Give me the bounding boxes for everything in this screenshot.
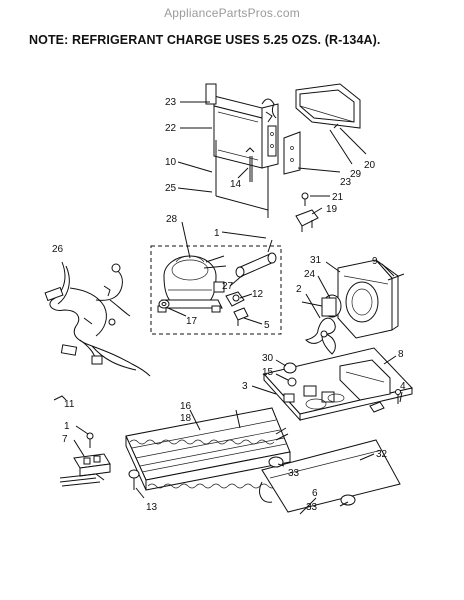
callout-32: 32 xyxy=(376,449,388,460)
callout-6: 6 xyxy=(312,488,318,499)
duct-bracket-assembly xyxy=(283,83,361,232)
condenser-coil xyxy=(125,407,291,491)
callout-30: 30 xyxy=(262,353,274,364)
callout-33-lower: 33 xyxy=(306,502,318,513)
callout-1-left: 1 xyxy=(64,421,70,432)
drier-filter xyxy=(235,239,277,278)
callout-9: 9 xyxy=(372,256,378,267)
callout-3: 3 xyxy=(242,381,248,392)
callout-28: 28 xyxy=(166,214,178,225)
callout-13: 13 xyxy=(146,502,158,513)
callout-26: 26 xyxy=(52,244,64,255)
callout-21: 21 xyxy=(332,192,344,203)
callout-31: 31 xyxy=(310,255,322,266)
callout-27: 27 xyxy=(222,281,234,292)
wire-harness xyxy=(44,261,151,377)
callout-33-upper: 33 xyxy=(288,468,300,479)
relay-overload-parts xyxy=(53,395,140,490)
callout-2: 2 xyxy=(296,284,302,295)
callout-14: 14 xyxy=(230,179,242,190)
compressor xyxy=(157,255,227,313)
callout-20: 20 xyxy=(364,160,376,171)
callout-19: 19 xyxy=(326,204,338,215)
watermark: AppliancePartsPros.com xyxy=(164,6,300,20)
callout-17: 17 xyxy=(186,316,198,327)
machine-compartment-base xyxy=(263,347,413,422)
callout-23: 23 xyxy=(165,97,177,108)
callout-8: 8 xyxy=(398,349,404,360)
callout-12: 12 xyxy=(252,289,264,300)
condenser-fan-assembly xyxy=(301,259,405,355)
callout-15: 15 xyxy=(262,367,274,378)
condenser-bracket-assembly xyxy=(205,83,279,218)
compressor-small-parts xyxy=(158,291,249,326)
callout-11: 11 xyxy=(64,399,75,410)
callout-24: 24 xyxy=(304,269,316,280)
callout-22: 22 xyxy=(165,123,177,134)
callout-10: 10 xyxy=(165,157,177,168)
callout-4: 4 xyxy=(400,381,406,392)
leader-lines xyxy=(73,101,403,515)
callout-23-right: 23 xyxy=(340,177,352,188)
callout-7: 7 xyxy=(62,434,68,445)
callout-5: 5 xyxy=(264,320,270,331)
callout-25: 25 xyxy=(165,183,177,194)
refrigerant-note: NOTE: REFRIGERANT CHARGE USES 5.25 OZS. … xyxy=(29,33,381,47)
callout-29: 29 xyxy=(350,169,362,180)
callout-1-top: 1 xyxy=(214,228,220,239)
callout-labels: 23 22 10 25 14 20 29 23 21 19 28 1 26 27… xyxy=(52,97,406,513)
callout-18: 18 xyxy=(180,413,192,424)
compressor-kit-box xyxy=(150,245,282,335)
callout-16: 16 xyxy=(180,401,192,412)
